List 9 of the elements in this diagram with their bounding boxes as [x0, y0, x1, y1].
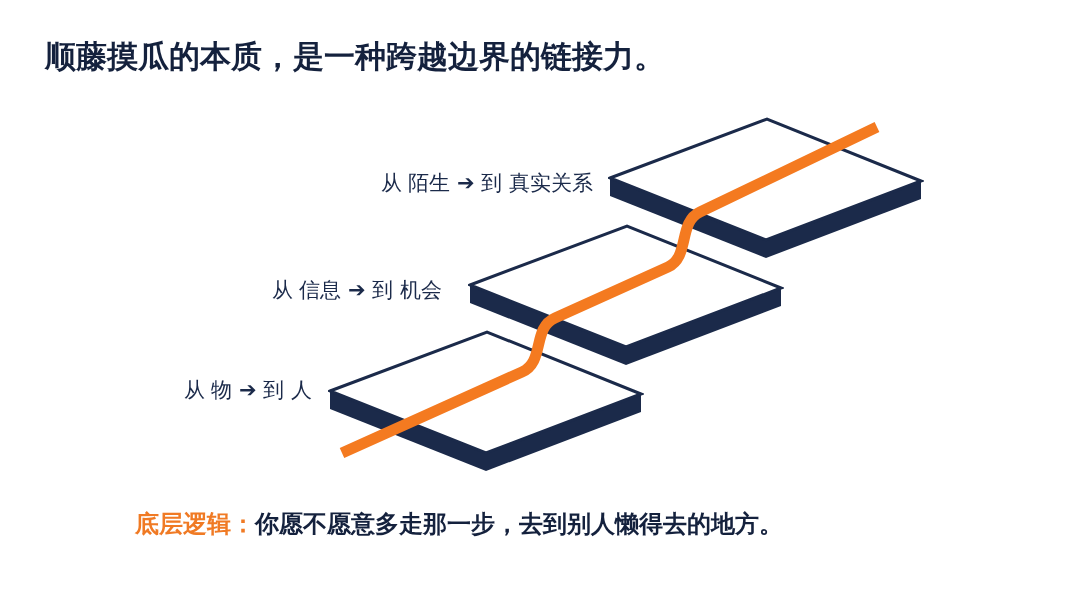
heading-label: 底层逻辑：	[135, 509, 255, 540]
step-label: 从 信息 ➔ 到 机会	[271, 277, 442, 304]
title: 顺藤摸瓜的本质，是一种跨越边界的链接力。	[45, 37, 665, 76]
step-label: 从 物 ➔ 到 人	[183, 377, 312, 404]
platform	[328, 330, 644, 474]
platform	[608, 117, 924, 261]
step-label: 从 陌生 ➔ 到 真实关系	[380, 170, 593, 197]
note-text: 你愿不愿意多走那一步，去到别人懒得去的地方。	[255, 509, 783, 540]
platform	[468, 224, 784, 368]
